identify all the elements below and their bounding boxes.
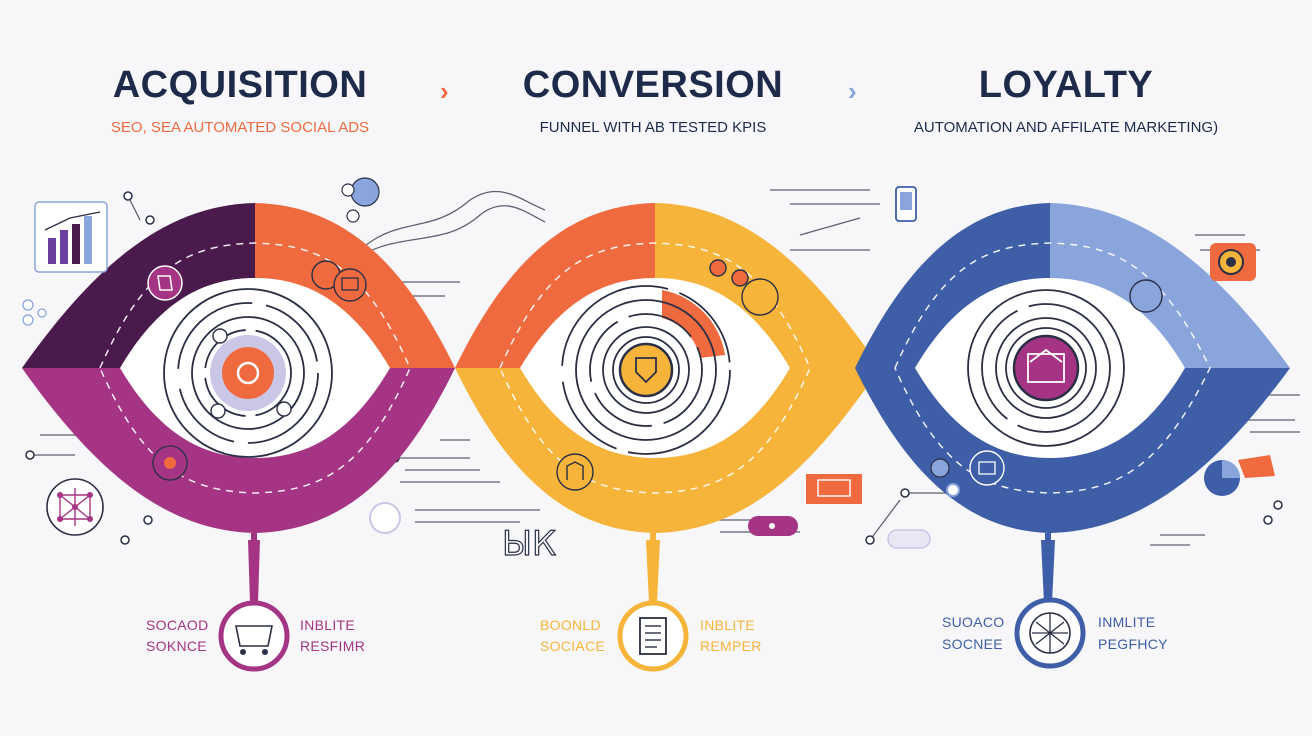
- label-left-bottom: SOCNEE: [942, 636, 1003, 652]
- chevron-right-icon: ›: [848, 76, 857, 106]
- gear-icon: [222, 347, 274, 399]
- network-icon: [46, 478, 104, 536]
- tag-icon: [147, 265, 183, 301]
- mask-icon: [618, 342, 674, 398]
- settings-badge-icon: [1210, 243, 1256, 281]
- brain-icon: [741, 278, 779, 316]
- analytics-card-icon: [806, 474, 862, 504]
- stage-subtitle-conversion: FUNNEL WITH AB TESTED KPIS: [539, 119, 767, 136]
- house-icon: [1012, 334, 1080, 402]
- label-right-top: INBLITE: [300, 617, 356, 633]
- label-right-bottom: PEGFHCY: [1098, 636, 1168, 652]
- stage-title-conversion: CONVERSION: [522, 64, 784, 106]
- chevron-right-icon: ›: [440, 76, 449, 106]
- label-left-bottom: SOKNCE: [146, 638, 207, 654]
- label-right-bottom: RESFIMR: [300, 638, 366, 654]
- globe-icon: [341, 177, 380, 223]
- stage-subtitle-acquisition: SEO, SEA AUTOMATED SOCIAL ADS: [110, 119, 370, 136]
- stage-title-acquisition: ACQUISITION: [112, 64, 368, 106]
- scribble-text: ЫК: [502, 524, 556, 564]
- shop-cart-icon: [218, 600, 290, 672]
- label-left-top: SUOACO: [942, 614, 1005, 630]
- label-left-top: SOCAOD: [146, 617, 209, 633]
- stage-subtitle-loyalty: AUTOMATION AND AFFILATE MARKETING): [913, 119, 1219, 136]
- shopping-bag-icon: [969, 450, 1005, 486]
- trophy-icon: [1129, 279, 1163, 313]
- lock-icon: [556, 453, 594, 491]
- label-right-top: INMLITE: [1098, 614, 1156, 630]
- phone-icon: [895, 186, 917, 222]
- hand-pointer-icon: [930, 458, 960, 497]
- label-left-bottom: SOCIACE: [540, 638, 606, 654]
- label-left-top: BOONLD: [540, 617, 601, 633]
- pie-chart-icon: [1204, 455, 1275, 496]
- stage-title-loyalty: LOYALTY: [978, 64, 1154, 106]
- bar-chart-icon: [34, 201, 108, 273]
- label-right-bottom: REMPER: [700, 638, 762, 654]
- label-right-top: INBLITE: [700, 617, 756, 633]
- chat-icon: [333, 268, 367, 302]
